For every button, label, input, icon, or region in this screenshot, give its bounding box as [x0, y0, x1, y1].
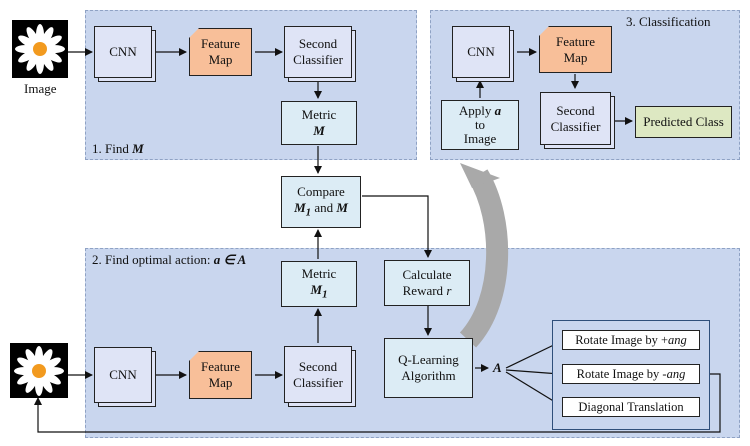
cnn-label-3: CNN — [467, 44, 495, 59]
daisy-icon-2 — [14, 346, 64, 396]
action-rotate-plus-ang: ang — [668, 333, 687, 347]
panel2-title: 2. Find optimal action: a ∈ A — [92, 252, 246, 268]
second-classifier-3-line2: Classifier — [550, 118, 601, 134]
daisy-icon — [15, 24, 65, 74]
second-classifier-1-line2: Classifier — [293, 52, 343, 67]
apply-word: Apply — [458, 103, 492, 118]
panel1-title-var: M — [132, 141, 144, 156]
reward-var: r — [446, 283, 452, 298]
action-rotate-plus-text: Rotate Image by + — [575, 333, 669, 347]
feature-map-3-line1: Feature — [556, 33, 595, 49]
image-label: Image — [24, 81, 57, 96]
feature-map-2-line1: Feature — [201, 359, 240, 374]
feature-map-1-line2: Map — [208, 52, 233, 67]
metric-m1-sub: 1 — [322, 288, 328, 301]
metric-m-var: M — [313, 123, 325, 138]
action-set-var: A — [493, 360, 502, 375]
action-rotate-minus-text: Rotate Image by - — [576, 367, 667, 381]
action-diagonal-translation: Diagonal Translation — [562, 397, 700, 417]
panel2-title-prefix: 2. Find optimal action: — [92, 252, 214, 267]
second-classifier-2-line1: Second — [298, 358, 338, 374]
feature-map-1-line1: Feature — [201, 36, 240, 51]
qlearning-line2: Algorithm — [401, 368, 456, 383]
compare-m1-sub: 1 — [305, 206, 312, 219]
action-rotate-minus-ang: ang — [666, 367, 686, 381]
action-diagonal-text: Diagonal Translation — [578, 400, 684, 414]
apply-image: Image — [463, 131, 497, 146]
compare-m: M — [336, 199, 348, 215]
compare-line1: Compare — [297, 183, 345, 199]
feature-map-2-line2: Map — [208, 375, 233, 390]
apply-line1: Apply a — [459, 104, 501, 118]
cnn-block-3: CNN — [452, 26, 510, 78]
cnn-block-1: CNN — [94, 26, 152, 78]
feature-map-3-line2: Map — [563, 49, 588, 65]
panel1-title: 1. Find M — [92, 141, 144, 157]
action-set-label: A — [493, 360, 502, 376]
compare-m1: M — [294, 199, 306, 215]
metric-m1-var: M — [310, 281, 323, 297]
input-image-daisy-2 — [10, 343, 68, 398]
compare-and: and — [311, 199, 337, 215]
panel1-title-prefix: 1. Find — [92, 141, 133, 156]
metric-m-line1: Metric — [301, 107, 337, 122]
metric-m1-line1: Metric — [301, 265, 337, 281]
big-arrow-head — [460, 163, 500, 188]
apply-to: to — [474, 117, 486, 132]
qlearning-line1: Q-Learning — [398, 352, 459, 367]
action-rotate-plus: Rotate Image by +ang — [562, 330, 700, 350]
second-classifier-2-line2: Classifier — [293, 374, 343, 390]
reward-line1: Calculate — [402, 267, 452, 282]
panel2-title-var: a ∈ A — [213, 252, 247, 267]
big-curved-arrow — [459, 169, 509, 348]
second-classifier-1-line1: Second — [298, 36, 338, 51]
cnn-block-2: CNN — [94, 347, 152, 403]
cnn-label-2: CNN — [109, 367, 137, 382]
apply-var: a — [494, 103, 502, 118]
action-rotate-minus: Rotate Image by -ang — [562, 364, 700, 384]
second-classifier-3-line1: Second — [556, 102, 595, 118]
panel3-title: 3. Classification — [626, 14, 711, 29]
compare-line2: M1 and M — [294, 200, 348, 221]
predicted-class-block: Predicted Class — [635, 106, 732, 138]
reward-line2: Reward r — [403, 283, 452, 299]
predicted-class-label: Predicted Class — [643, 114, 724, 129]
input-image-daisy — [12, 20, 68, 78]
reward-word: Reward — [402, 283, 447, 298]
cnn-label-1: CNN — [109, 44, 137, 59]
